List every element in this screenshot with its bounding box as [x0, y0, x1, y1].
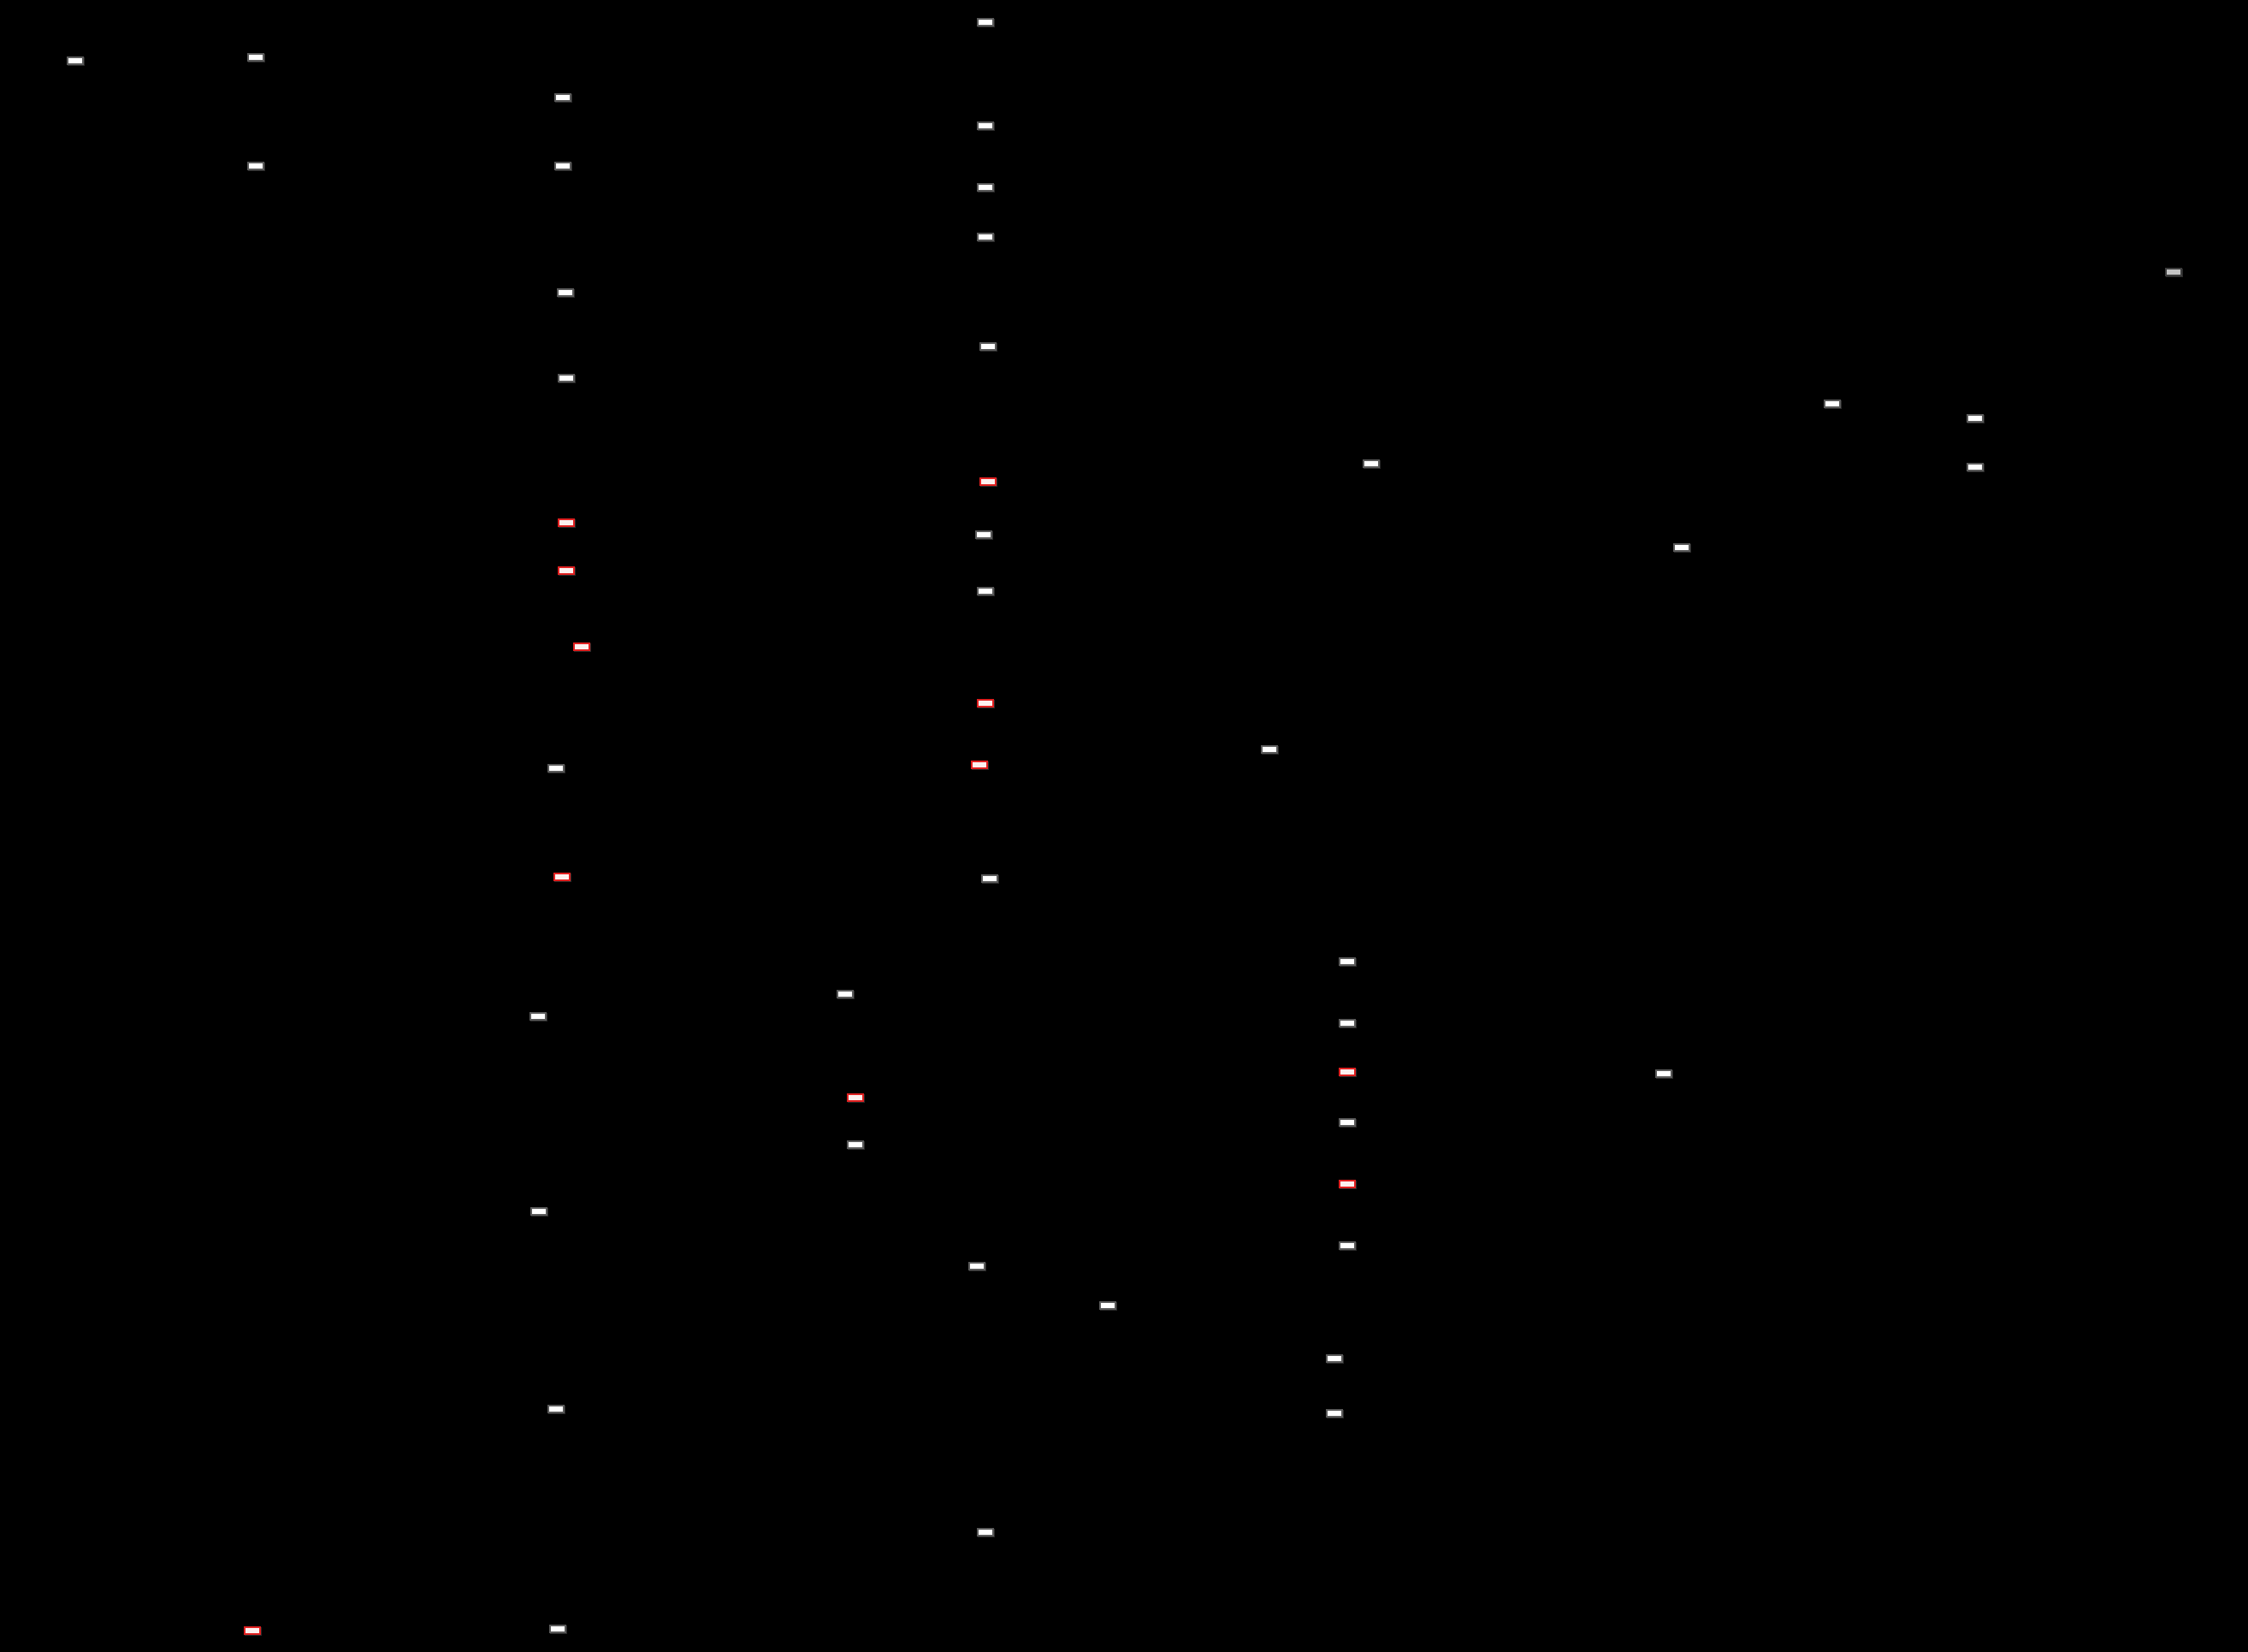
node-tagged-int[interactable] — [573, 642, 590, 651]
node-vector-collectorref[interactable] — [549, 1625, 566, 1633]
node-queue-type[interactable] — [247, 162, 264, 170]
node-optional-result[interactable] — [1339, 1019, 1356, 1027]
node-digraph-linktype[interactable] — [554, 93, 571, 102]
node-pair-peerid[interactable] — [553, 873, 571, 881]
node-manual-clock[interactable] — [247, 53, 264, 62]
node-vector-peer[interactable] — [1673, 543, 1690, 552]
node-duration[interactable] — [1363, 459, 1380, 468]
node-ledger[interactable] — [558, 566, 575, 575]
node-basicsink[interactable] — [977, 18, 994, 27]
node-map-txset[interactable] — [1339, 957, 1356, 966]
node-validations[interactable] — [979, 477, 997, 486]
node-journal-sink[interactable] — [557, 288, 574, 297]
node-peergroup[interactable] — [1967, 414, 1984, 423]
node-mt19937[interactable] — [1967, 463, 1984, 471]
node-map-deque-pos[interactable] — [1339, 1180, 1356, 1188]
node-collector-refs[interactable] — [977, 1528, 994, 1537]
node-processing-delays[interactable] — [837, 990, 854, 998]
node-peer[interactable] — [1261, 745, 1278, 754]
node-chrono-ms[interactable] — [530, 1207, 547, 1216]
node-consensus-peer[interactable] — [1655, 1069, 1672, 1078]
node-trustgraph[interactable] — [979, 342, 997, 351]
node-abstract-clock[interactable] — [67, 56, 84, 65]
node-scheduler[interactable] — [554, 162, 571, 170]
node-tagged-int-peerid[interactable] — [971, 761, 988, 769]
node-abstract-clock2[interactable] — [1326, 1409, 1343, 1418]
node-set-nodeid[interactable] — [1339, 1241, 1356, 1250]
node-peer-router[interactable] — [847, 1140, 864, 1149]
node-digraph-peer[interactable] — [558, 374, 575, 382]
node-journal[interactable] — [977, 233, 994, 241]
node-size-t[interactable] — [547, 1405, 565, 1413]
node-set-pair[interactable] — [981, 874, 998, 883]
node-wrapped-sink[interactable] — [975, 530, 992, 539]
node-deque-peer[interactable] — [1824, 400, 1841, 408]
node-map-ledger[interactable] — [977, 587, 994, 595]
node-consensus-timer[interactable] — [1099, 1301, 1116, 1310]
node-ledgeroracle[interactable] — [977, 183, 994, 192]
node-closetimes[interactable] — [1339, 1068, 1356, 1076]
node-map-peerpos[interactable] — [1339, 1118, 1356, 1127]
node-time-point[interactable] — [968, 1262, 985, 1270]
node-sim[interactable] — [2165, 268, 2182, 276]
node-totally-ordered[interactable] — [547, 764, 565, 773]
node-monitored-mode[interactable] — [1326, 1354, 1343, 1363]
node-map-tx[interactable] — [977, 699, 994, 708]
node-basicnetwork[interactable] — [977, 121, 994, 130]
node-consensus-parms[interactable] — [847, 1093, 864, 1102]
node-collector-ref[interactable] — [244, 1626, 261, 1635]
node-seconds[interactable] — [529, 1012, 547, 1021]
node-std-string[interactable] — [558, 518, 575, 527]
